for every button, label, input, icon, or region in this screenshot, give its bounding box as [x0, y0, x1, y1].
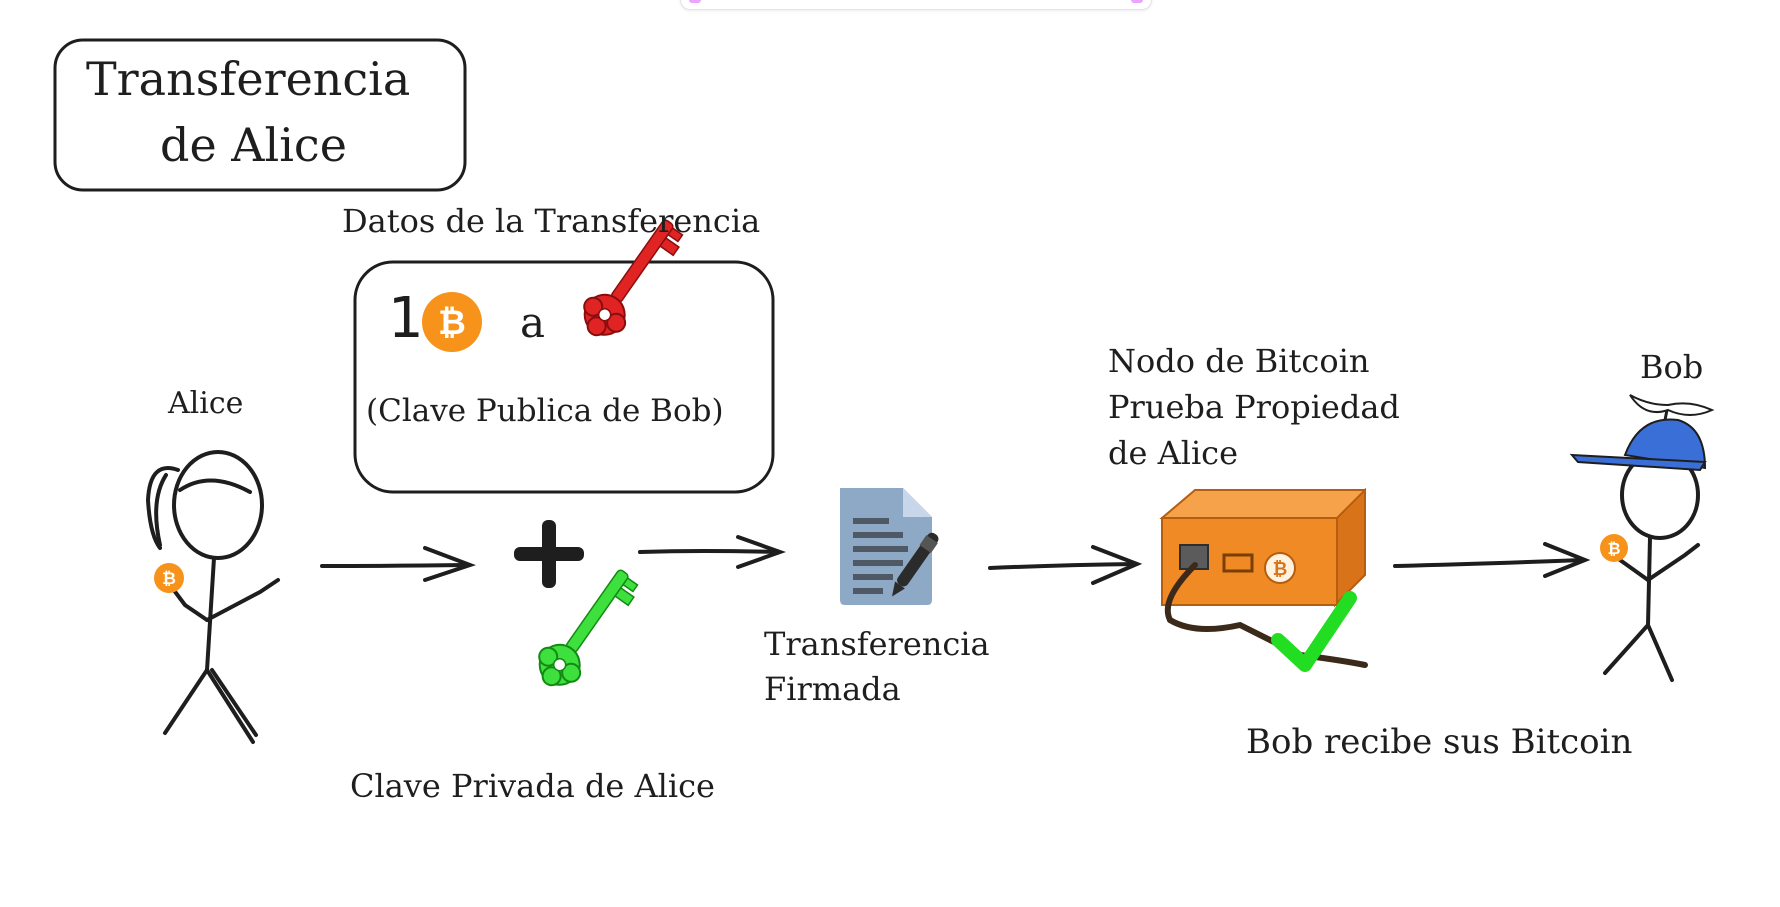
toolbar-right-icon[interactable] [1131, 0, 1143, 3]
bob-receives-label: Bob recibe sus Bitcoin [1246, 722, 1633, 762]
node-box-icon: ₿ [1159, 487, 1368, 668]
arrow-node-to-bob[interactable] [1393, 542, 1591, 578]
public-key-label: (Clave Publica de Bob) [366, 393, 724, 429]
amount-label: 1 [388, 286, 424, 351]
pen-icon [891, 532, 939, 597]
arrow-document-to-node[interactable] [988, 545, 1143, 585]
plus-icon [514, 520, 584, 588]
node-line-3: de Alice [1108, 434, 1239, 472]
red-key-icon [583, 219, 684, 337]
title-line-2: de Alice [160, 118, 347, 172]
green-key-icon [538, 569, 639, 687]
arrow-plus-to-document[interactable] [638, 535, 786, 569]
document-icon [840, 488, 932, 605]
node-line-1: Nodo de Bitcoin [1108, 342, 1370, 380]
title-box[interactable] [53, 38, 467, 192]
svg-text:₿: ₿ [1607, 539, 1620, 558]
alice-figure[interactable] [145, 450, 280, 744]
to-label: a [520, 298, 546, 347]
svg-text:₿: ₿ [1273, 559, 1288, 580]
toolbar-left-icon[interactable] [689, 0, 701, 3]
alice-label: Alice [168, 386, 244, 421]
alice-bitcoin-icon: ₿ [154, 563, 184, 593]
cap-icon [1569, 394, 1715, 472]
checkmark-icon [1271, 591, 1357, 672]
bitcoin-icon: ₿ [422, 292, 482, 352]
bob-label: Bob [1640, 348, 1704, 386]
transfer-data-box[interactable] [353, 260, 775, 494]
title-line-1: Transferencia [86, 52, 411, 106]
svg-text:₿: ₿ [438, 303, 466, 343]
bob-figure[interactable] [1603, 450, 1700, 682]
signed-transfer-line-1: Transferencia [764, 625, 990, 663]
private-key-label: Clave Privada de Alice [350, 767, 715, 805]
bob-bitcoin-icon: ₿ [1600, 534, 1628, 562]
transfer-data-label: Datos de la Transferencia [342, 202, 761, 240]
node-line-2: Prueba Propiedad [1108, 388, 1400, 426]
signed-transfer-line-2: Firmada [764, 670, 901, 708]
arrow-alice-to-plus[interactable] [320, 546, 476, 582]
svg-text:₿: ₿ [162, 569, 176, 589]
